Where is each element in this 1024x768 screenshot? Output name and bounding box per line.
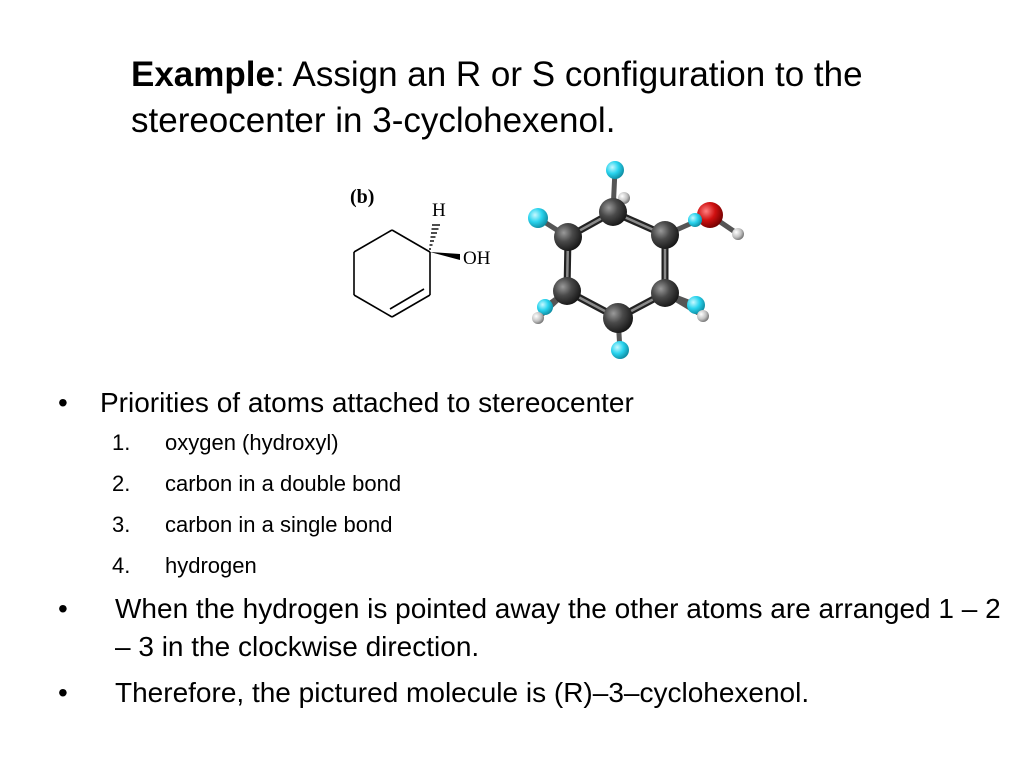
bullet-marker: • bbox=[58, 677, 68, 708]
priority-text: oxygen (hydroxyl) bbox=[165, 430, 339, 455]
priority-number: 1. bbox=[112, 430, 131, 455]
atom-label-oh: OH bbox=[463, 248, 491, 269]
bullet-marker: • bbox=[58, 593, 68, 624]
bullet-marker: • bbox=[58, 387, 68, 418]
slide-title: Example: Assign an R or S configuration … bbox=[131, 52, 1001, 144]
priority-number: 3. bbox=[112, 512, 131, 537]
model-bonds bbox=[535, 167, 741, 353]
priority-item: 2. carbon in a double bond bbox=[58, 463, 1008, 504]
bullet-text: When the hydrogen is pointed away the ot… bbox=[115, 593, 1001, 662]
priority-item: 4. hydrogen bbox=[58, 545, 1008, 586]
hashed-wedge-bond bbox=[429, 224, 440, 250]
priority-text: carbon in a double bond bbox=[165, 471, 402, 496]
priority-item: 1. oxygen (hydroxyl) bbox=[58, 422, 1008, 463]
solid-wedge-bond bbox=[430, 252, 460, 260]
priority-text: carbon in a single bond bbox=[165, 512, 393, 537]
title-bold: Example bbox=[131, 55, 275, 94]
ball-and-stick-model bbox=[528, 161, 744, 359]
priority-number: 2. bbox=[112, 471, 131, 496]
figure-label: (b) bbox=[350, 186, 375, 208]
list-item: • Priorities of atoms attached to stereo… bbox=[58, 384, 1008, 586]
priority-list: 1. oxygen (hydroxyl) 2. carbon in a doub… bbox=[58, 422, 1008, 586]
skeletal-structure: H OH bbox=[353, 200, 491, 318]
bullet-text: Therefore, the pictured molecule is (R)–… bbox=[115, 677, 810, 708]
bullet-text: Priorities of atoms attached to stereoce… bbox=[100, 387, 634, 418]
list-item: • Therefore, the pictured molecule is (R… bbox=[58, 674, 1008, 712]
priority-text: hydrogen bbox=[165, 553, 257, 578]
priority-number: 4. bbox=[112, 553, 131, 578]
bullet-list: • Priorities of atoms attached to stereo… bbox=[58, 384, 1008, 712]
list-item: • When the hydrogen is pointed away the … bbox=[58, 590, 1008, 666]
atom-label-h: H bbox=[432, 200, 446, 221]
model-atoms bbox=[528, 161, 744, 359]
priority-item: 3. carbon in a single bond bbox=[58, 504, 1008, 545]
title-text: : Assign an R or S configuration to the … bbox=[131, 55, 863, 140]
